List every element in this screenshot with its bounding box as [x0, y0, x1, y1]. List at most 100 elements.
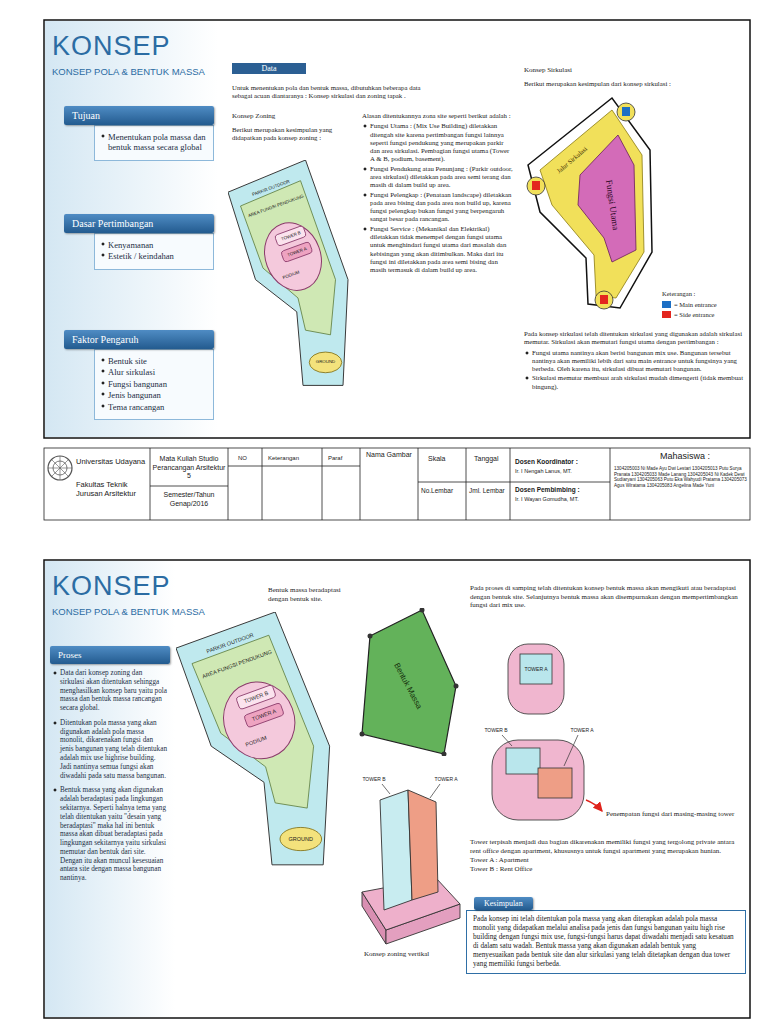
sketch-label: GROUND — [289, 836, 313, 842]
bullet-text: Estetik / keindahan — [100, 251, 207, 261]
drawing-part — [48, 456, 72, 480]
legend: = Main entrance= Side entrance — [662, 301, 717, 321]
drawing-part — [418, 448, 419, 520]
drawing-part — [360, 448, 361, 520]
title-block-cell: No.Lembar — [421, 487, 463, 495]
bullet-text: Fungsi bangunan — [100, 379, 207, 389]
circulation-drawing — [527, 98, 652, 309]
bullet-text: Menentukan pola massa dan bentuk massa s… — [100, 132, 207, 153]
bullet-text: Bentuk site — [100, 356, 207, 366]
bullet-text: Kenyamanan — [100, 240, 207, 250]
drawing-part — [150, 486, 228, 487]
drawing-part — [362, 610, 456, 754]
title-block-cell: Ir. I Nengah Lanus, MT. — [515, 468, 572, 475]
drawing-part — [52, 460, 68, 476]
note-text: Fungsi Pelengkap : (Penataan landscape) … — [362, 191, 514, 224]
bullet-text: Tema rancangan — [100, 402, 207, 412]
note-text: Fungsi utama nantinya akan berisi bangun… — [524, 349, 746, 374]
panel-body: Bentuk siteAlur sirkulasiFungsi bangunan… — [94, 349, 214, 420]
drawing-part — [595, 291, 613, 309]
bullet-text: Jenis bangunan — [100, 390, 207, 400]
sketch-label: TOWER A — [435, 776, 458, 782]
drawing-part — [262, 448, 263, 520]
drawing-part — [600, 295, 608, 304]
drawing-part — [322, 448, 323, 520]
bullet-text: Bentuk massa yang akan digunakan adalah … — [52, 786, 168, 883]
title-block-cell: Jml. Lembar — [469, 487, 507, 495]
sketch-figure: PARKIR OUTDOORAREA FUNGSI PENDUKUNGTOWER… — [176, 612, 336, 870]
drawing-part — [506, 748, 540, 774]
drawing-part — [578, 135, 636, 262]
conclusion-box: KesimpulanPada konsep ini telah ditentuk… — [466, 892, 746, 974]
sheet-subtitle: KONSEP POLA & BENTUK MASSA — [52, 66, 205, 78]
note-text: Tower B : Rent Office — [470, 865, 532, 874]
sketch-label: TOWER B — [362, 776, 385, 782]
drawing-part — [150, 448, 151, 520]
title-block-cell: Dosen Pembimbing : — [515, 486, 580, 494]
note-text: Fungsi Utama : (Mix Use Building) dileta… — [362, 122, 514, 163]
drawing-part — [228, 448, 229, 520]
title-block-cell: Paraf — [328, 455, 342, 462]
title-block-cell: Fakultas Teknik Jurusan Arsitektur — [76, 480, 148, 498]
title-block-cell: Skala — [428, 455, 446, 464]
title-block-cell: Semester/Tahun Genap/2016 — [152, 491, 226, 508]
drawing-part — [255, 215, 330, 299]
drawing-part — [280, 827, 322, 850]
drawing-part — [368, 634, 373, 639]
drawing-part — [192, 635, 314, 808]
sheet-subtitle: KONSEP POLA & BENTUK MASSA — [52, 606, 205, 618]
sheet-title: KONSEP — [52, 570, 171, 603]
legend-row: = Main entrance — [662, 301, 717, 309]
title-block-cell: Keterangan — [268, 455, 299, 462]
drawing-part — [610, 448, 611, 520]
note-text: Pada konsep sirkulasi telah ditentukan s… — [524, 330, 746, 347]
sheet-frame — [44, 20, 750, 438]
note-text: Fungsi Service : (Mekanikal dan Elektrik… — [362, 225, 514, 275]
note-text: Berikut merupakan kesimpulan yang didapa… — [232, 126, 350, 143]
note-text: Pada proses di samping telah ditentukan … — [470, 584, 742, 610]
title-block — [44, 448, 750, 520]
legend-text: = Main entrance — [674, 301, 717, 309]
bullet-text: Data dari konsep zoning dan sirkulasi ak… — [52, 669, 168, 713]
panel-heading: Dasar Pertimbangan — [64, 214, 214, 233]
panel-heading: Faktor Pengaruh — [64, 330, 214, 349]
bullet-text: Ditentukan pola massa yang akan digunaka… — [52, 719, 168, 780]
sidebar-panel: Faktor PengaruhBentuk siteAlur sirkulasi… — [64, 330, 214, 420]
panel-body: Data dari konsep zoning dan sirkulasi ak… — [50, 664, 170, 894]
drawing-part — [532, 181, 540, 190]
drawing-part — [244, 703, 284, 728]
drawing-part — [228, 466, 360, 467]
drawing-part — [510, 448, 511, 520]
drawing-part — [52, 460, 68, 476]
drawing-part — [213, 672, 306, 769]
note-text: Alasan ditentukannya zona site seperti b… — [362, 112, 514, 120]
legend-swatch — [662, 301, 671, 308]
drawing-part — [520, 654, 552, 684]
note-text: Tower terpisah menjadi dua bagian dikare… — [470, 838, 742, 855]
box-body: Pada konsep ini telah ditentukan pola ma… — [466, 910, 746, 974]
title-block-cell: Tanggal — [474, 455, 499, 464]
drawing-part — [622, 107, 630, 116]
sidebar-ground — [45, 561, 175, 1017]
university-logo — [48, 456, 72, 480]
sketch-label: TOWER A — [571, 727, 594, 733]
drawing-part — [241, 181, 336, 335]
drawing-part — [564, 735, 578, 766]
note-text: Sirkulasi memutar membuat arah sirkulasi… — [524, 374, 746, 391]
zone-label: GROUND — [316, 360, 336, 365]
student-list: 1304205003 Ni Made Ayu Dwi Lestari 13042… — [614, 466, 748, 488]
drawing-part — [213, 672, 306, 769]
sidebar-panel: Dasar PertimbanganKenyamananEstetik / ke… — [64, 214, 214, 270]
sketch-label: TOWER A — [525, 666, 548, 672]
note-text: Untuk menentukan pola dan bentuk massa, … — [232, 84, 432, 101]
sidebar-panel: TujuanMenentukan pola massa dan bentuk m… — [64, 106, 214, 161]
sidebar-ground — [45, 21, 218, 437]
title-block-cell: Mata Kuliah Studio Perancangan Arsitektu… — [152, 455, 226, 481]
drawing-part — [281, 241, 313, 262]
drawing-part — [228, 160, 348, 385]
drawing-part — [466, 448, 467, 520]
title-block-cell: Ir. I Wayan Gomudha, MT. — [515, 496, 579, 503]
data-tab: Data — [232, 63, 306, 74]
sketch-figure: TOWER ATOWER BTOWER A — [478, 640, 600, 825]
